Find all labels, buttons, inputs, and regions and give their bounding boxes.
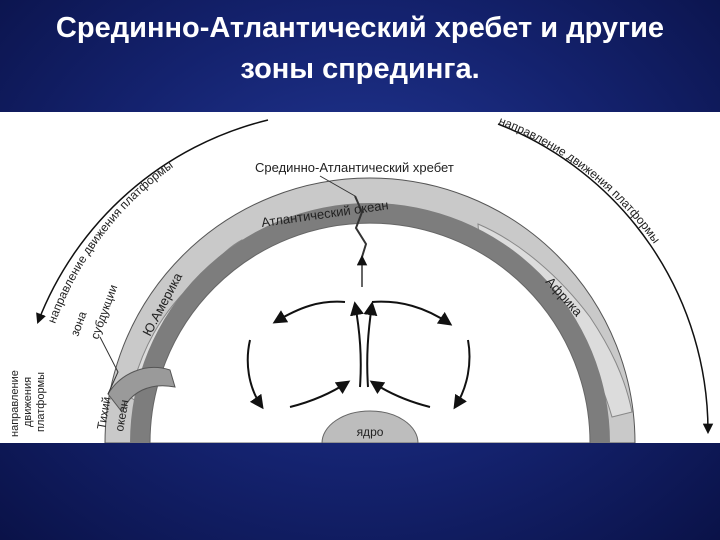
convection-arrow-left-rise [350, 301, 364, 388]
diagram-panel: Срединно-Атлантический хребет Атлантичес… [0, 112, 720, 443]
subducting-slab [107, 366, 176, 413]
slide-title: Срединно-Атлантический хребет и другие з… [0, 8, 720, 90]
ridge-label: Срединно-Атлантический хребет [255, 160, 454, 175]
pacific-label-2: океан [112, 399, 131, 433]
ridge-leader-line [319, 175, 356, 197]
convection-arrow-left-bottom [289, 380, 351, 408]
convection-arrow-left-top [272, 300, 346, 324]
convection-arrow-right-rise [363, 301, 378, 388]
convection-arrow-right-bottom [369, 380, 431, 408]
plate-motion-arc-right [497, 123, 714, 435]
subduction-zone-label-2: субдукции [88, 283, 121, 341]
subduction-pointer [99, 336, 119, 395]
convection-arrow-right-top [371, 300, 453, 326]
plate-motion-left-label-1: направление [9, 370, 21, 437]
spreading-diagram: Срединно-Атлантический хребет Атлантичес… [9, 114, 714, 443]
core [321, 410, 419, 443]
subduction-zone-label-1: зона [68, 309, 90, 338]
mantle-interior [149, 222, 591, 443]
slide-title-line-1: Срединно-Атлантический хребет и другие [55, 12, 665, 44]
core-label: ядро [357, 425, 384, 439]
pacific-label-1: Тихий [94, 396, 114, 431]
slide-title-line-2: зоны спрединга. [240, 53, 480, 85]
convection-arrow-right-down [453, 339, 471, 410]
plate-motion-arc-left [36, 119, 269, 324]
plate-motion-left-label-2: движения [22, 377, 34, 427]
mid-ocean-ridge [354, 195, 368, 258]
plate-motion-left-label-3: платформы [35, 372, 47, 432]
convection-arrow-left-down [246, 339, 264, 410]
